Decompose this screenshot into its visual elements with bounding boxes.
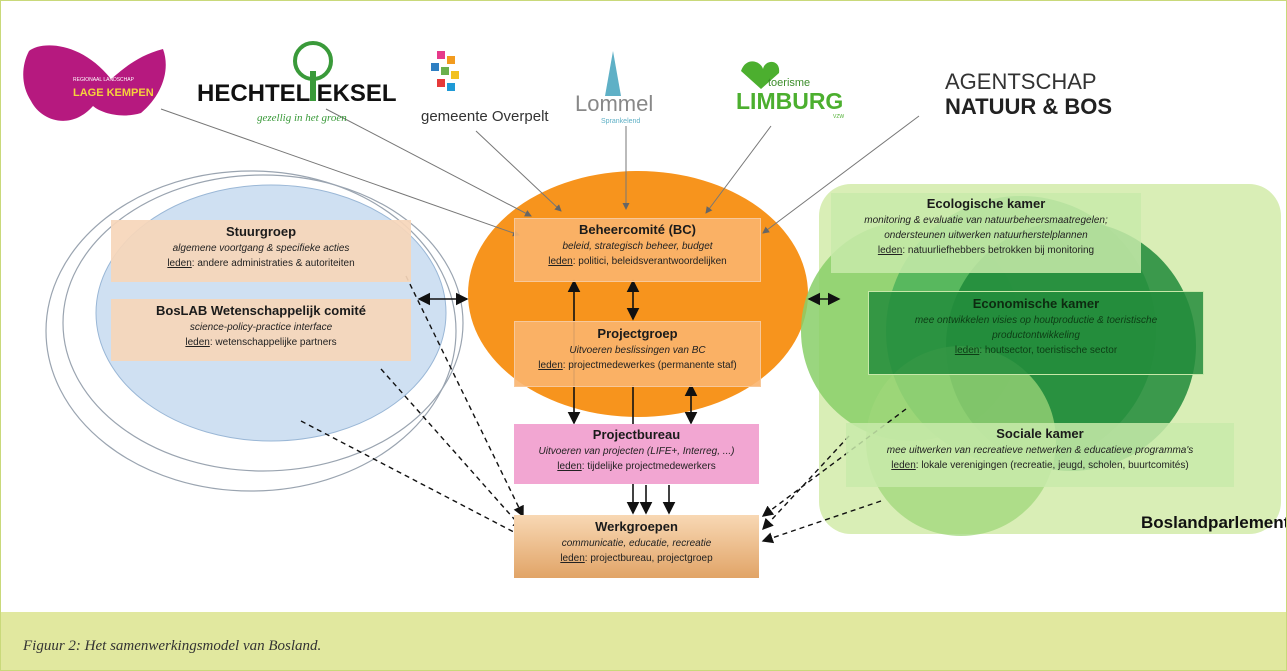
stuurgroep-box: Stuurgroep algemene voortgang & specifie… <box>111 220 411 282</box>
projectgroep-title: Projectgroep <box>597 326 678 341</box>
overpelt-main: gemeente Overpelt <box>421 108 549 125</box>
economische-desc2: productontwikkeling <box>992 330 1080 341</box>
boslab-title: BosLAB Wetenschappelijk comité <box>156 303 366 318</box>
bc-members: leden: politici, beleidsverantwoordelijk… <box>548 256 727 267</box>
sociale-members: leden: lokale verenigingen (recreatie, j… <box>891 460 1189 471</box>
ecologische-title: Ecologische kamer <box>926 196 1046 211</box>
lommel-main: Lommel <box>575 91 653 116</box>
lommel-sub: Sprankelend <box>601 118 640 125</box>
figure-caption: Figuur 2: Het samenwerkingsmodel van Bos… <box>23 638 322 654</box>
stuurgroep-desc: algemene voortgang & specifieke acties <box>172 243 350 254</box>
lage-kempen-small: REGIONAAL LANDSCHAP <box>73 77 135 83</box>
werkgroepen-title: Werkgroepen <box>595 519 678 534</box>
sociale-kamer-box: Sociale kamer mee uitwerken van recreati… <box>846 423 1234 487</box>
economische-members: leden: houtsector, toeristische sector <box>954 345 1118 356</box>
lage-kempen-logo: REGIONAAL LANDSCHAP LAGE KEMPEN <box>23 45 166 121</box>
lommel-logo: Lommel Sprankelend <box>575 51 653 125</box>
projectgroep-box: Projectgroep Uitvoeren beslissingen van … <box>514 321 761 387</box>
line-toerisme <box>705 125 772 214</box>
caption-bar: Figuur 2: Het samenwerkingsmodel van Bos… <box>1 612 1286 670</box>
hechtel-main: HECHTEL EKSEL <box>197 80 397 107</box>
anb-line2: NATUUR & BOS <box>945 94 1112 119</box>
sociale-desc: mee uitwerken van recreatieve netwerken … <box>886 445 1194 456</box>
toerisme-small: VZW <box>833 114 844 120</box>
boslab-box: BosLAB Wetenschappelijk comité science-p… <box>111 299 411 361</box>
line-anb <box>762 115 920 234</box>
werkgroepen-members: leden: projectbureau, projectgroep <box>560 553 713 564</box>
line-overpelt <box>475 130 562 212</box>
left-outer-ellipse <box>45 170 457 492</box>
werkgroepen-box: Werkgroepen communicatie, educatie, recr… <box>514 515 759 578</box>
projectgroep-members: leden: projectmedewerkes (permanente sta… <box>538 360 737 371</box>
left-mid-ellipse <box>62 174 464 472</box>
economische-kamer-box: Economische kamer mee ontwikkelen visies… <box>868 291 1204 375</box>
bc-desc: beleid, strategisch beheer, budget <box>562 241 713 252</box>
anb-logo: AGENTSCHAP NATUUR & BOS <box>945 69 1112 119</box>
bc-title: Beheercomité (BC) <box>578 222 697 237</box>
boslab-desc: science-policy-practice interface <box>189 322 333 333</box>
stuurgroep-title: Stuurgroep <box>225 224 297 239</box>
projectbureau-box: Projectbureau Uitvoeren van projecten (L… <box>514 424 759 484</box>
ecologische-members: leden: natuurliefhebbers betrokken bij m… <box>877 245 1095 256</box>
hechtel-tagline: gezellig in het groen <box>257 112 347 124</box>
werkgroepen-desc: communicatie, educatie, recreatie <box>561 538 712 549</box>
anb-line1: AGENTSCHAP <box>945 69 1097 94</box>
dashed-econ-werkgroepen <box>762 435 850 531</box>
line-lage-kempen <box>160 108 520 237</box>
economische-title: Economische kamer <box>972 296 1100 311</box>
stuurgroep-members: leden: andere administraties & autoritei… <box>167 258 355 269</box>
projectbureau-desc: Uitvoeren van projecten (LIFE+, Interreg… <box>538 446 735 457</box>
ecologische-kamer-box: Ecologische kamer monitoring & evaluatie… <box>831 193 1141 273</box>
projectgroep-desc: Uitvoeren beslissingen van BC <box>569 345 706 356</box>
dashed-sociaal-werkgroepen <box>761 500 882 544</box>
hechtel-eksel-logo: HECHTEL EKSEL gezellig in het groen <box>197 41 397 124</box>
toerisme-limburg-logo: toerisme LIMBURG VZW <box>736 61 844 120</box>
toerisme-main: LIMBURG <box>736 88 843 114</box>
line-hechtel <box>325 108 532 217</box>
economische-desc1: mee ontwikkelen visies op houtproductie … <box>914 315 1158 326</box>
ecologische-desc2: ondersteunen uitwerken natuurherstelplan… <box>884 230 1088 241</box>
boslab-members: leden: wetenschappelijke partners <box>185 337 337 348</box>
ecologische-desc1: monitoring & evaluatie van natuurbeheers… <box>864 215 1108 226</box>
toerisme-top: toerisme <box>768 77 810 89</box>
sociale-title: Sociale kamer <box>996 426 1084 441</box>
dashed-left-werkgroepen <box>300 420 533 542</box>
boslandparlement-label: Boslandparlement <box>1141 513 1286 532</box>
beheercomite-box: Beheercomité (BC) beleid, strategisch be… <box>514 218 761 282</box>
lage-kempen-main: LAGE KEMPEN <box>73 87 154 99</box>
projectbureau-members: leden: tijdelijke projectmedewerkers <box>557 461 716 472</box>
projectbureau-title: Projectbureau <box>592 427 681 442</box>
overpelt-logo: gemeente Overpelt <box>421 51 549 125</box>
